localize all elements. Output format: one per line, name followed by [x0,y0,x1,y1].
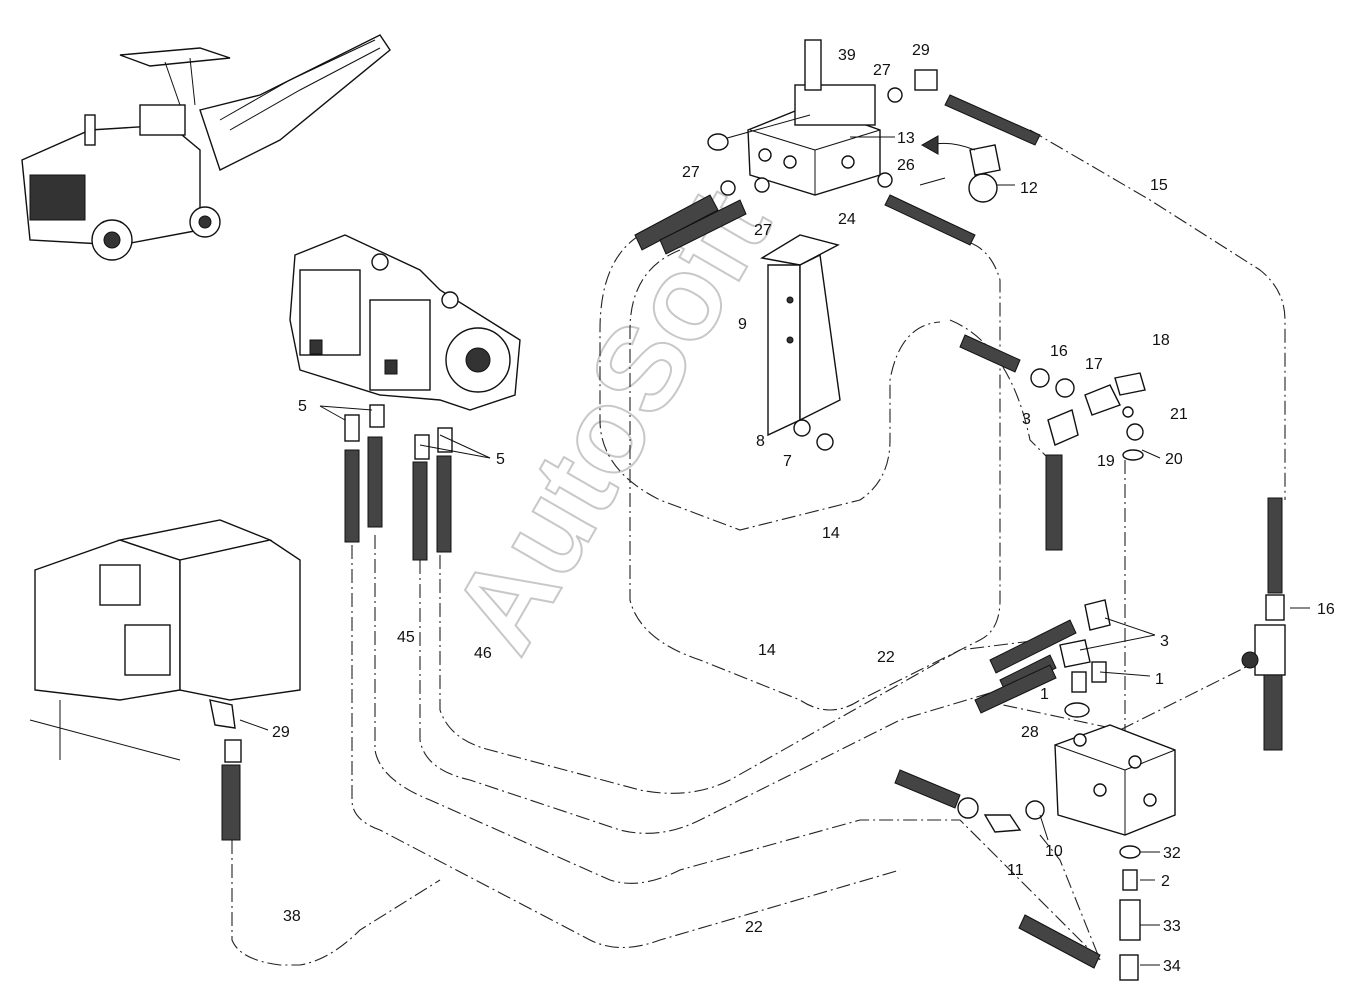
callout-3-lower: 3 [1160,633,1169,650]
callout-5-left: 5 [298,398,307,415]
tandem-pump [289,234,521,411]
callout-7: 7 [783,453,792,470]
callout-10: 10 [1045,843,1063,860]
right-hose-assembly [1241,497,1286,751]
callout-16-right: 16 [1317,601,1335,618]
callout-27-bottom: 27 [754,222,772,239]
callout-14-top: 14 [822,525,840,542]
hydraulic-tank-frame [29,519,301,841]
callout-3-middle: 3 [1022,411,1031,428]
callout-33: 33 [1163,918,1181,935]
callout-21: 21 [1170,406,1188,423]
callout-labels: 39 29 27 13 12 15 27 26 27 24 9 16 17 18… [272,42,1335,975]
callout-22-middle: 22 [877,649,895,666]
callout-13: 13 [897,130,915,147]
callout-9: 9 [738,316,747,333]
callout-14-bottom: 14 [758,642,776,659]
milling-machine-illustration [21,34,391,261]
callout-34: 34 [1163,958,1181,975]
hose-routing-lines [231,129,1286,966]
callout-27-left: 27 [682,164,700,181]
callout-12: 12 [1020,180,1038,197]
callout-28: 28 [1021,724,1039,741]
valve-hoses [634,69,1041,255]
manifold-hoses [894,599,1141,981]
callout-27-top: 27 [873,62,891,79]
callout-45: 45 [397,629,415,646]
callout-8: 8 [756,433,765,450]
callout-5-right: 5 [496,451,505,468]
callout-26: 26 [897,157,915,174]
callout-24: 24 [838,211,856,228]
callout-29-top: 29 [912,42,930,59]
callout-19: 19 [1097,453,1115,470]
pump-hoses [344,404,453,561]
callout-11: 11 [1007,862,1024,879]
callout-2: 2 [1161,873,1170,890]
callout-15: 15 [1150,177,1168,194]
leader-lines [239,136,1310,966]
callout-17: 17 [1085,356,1103,373]
callout-46: 46 [474,645,492,662]
callout-32: 32 [1163,845,1181,862]
mounting-bracket [760,234,841,451]
callout-16-middle: 16 [1050,343,1068,360]
manifold-block [1054,724,1176,836]
direction-arrow [920,135,976,155]
callout-22-bottom: 22 [745,919,763,936]
callout-20: 20 [1165,451,1183,468]
callout-1-left: 1 [1040,686,1049,703]
callout-18: 18 [1152,332,1170,349]
control-valve-block [707,39,881,196]
callout-38: 38 [283,908,301,925]
callout-29-bottom: 29 [272,724,290,741]
callout-1-right: 1 [1155,671,1164,688]
callout-39: 39 [838,47,856,64]
watermark: AutoSoft [426,167,795,673]
tee-fitting-assembly [959,334,1146,551]
